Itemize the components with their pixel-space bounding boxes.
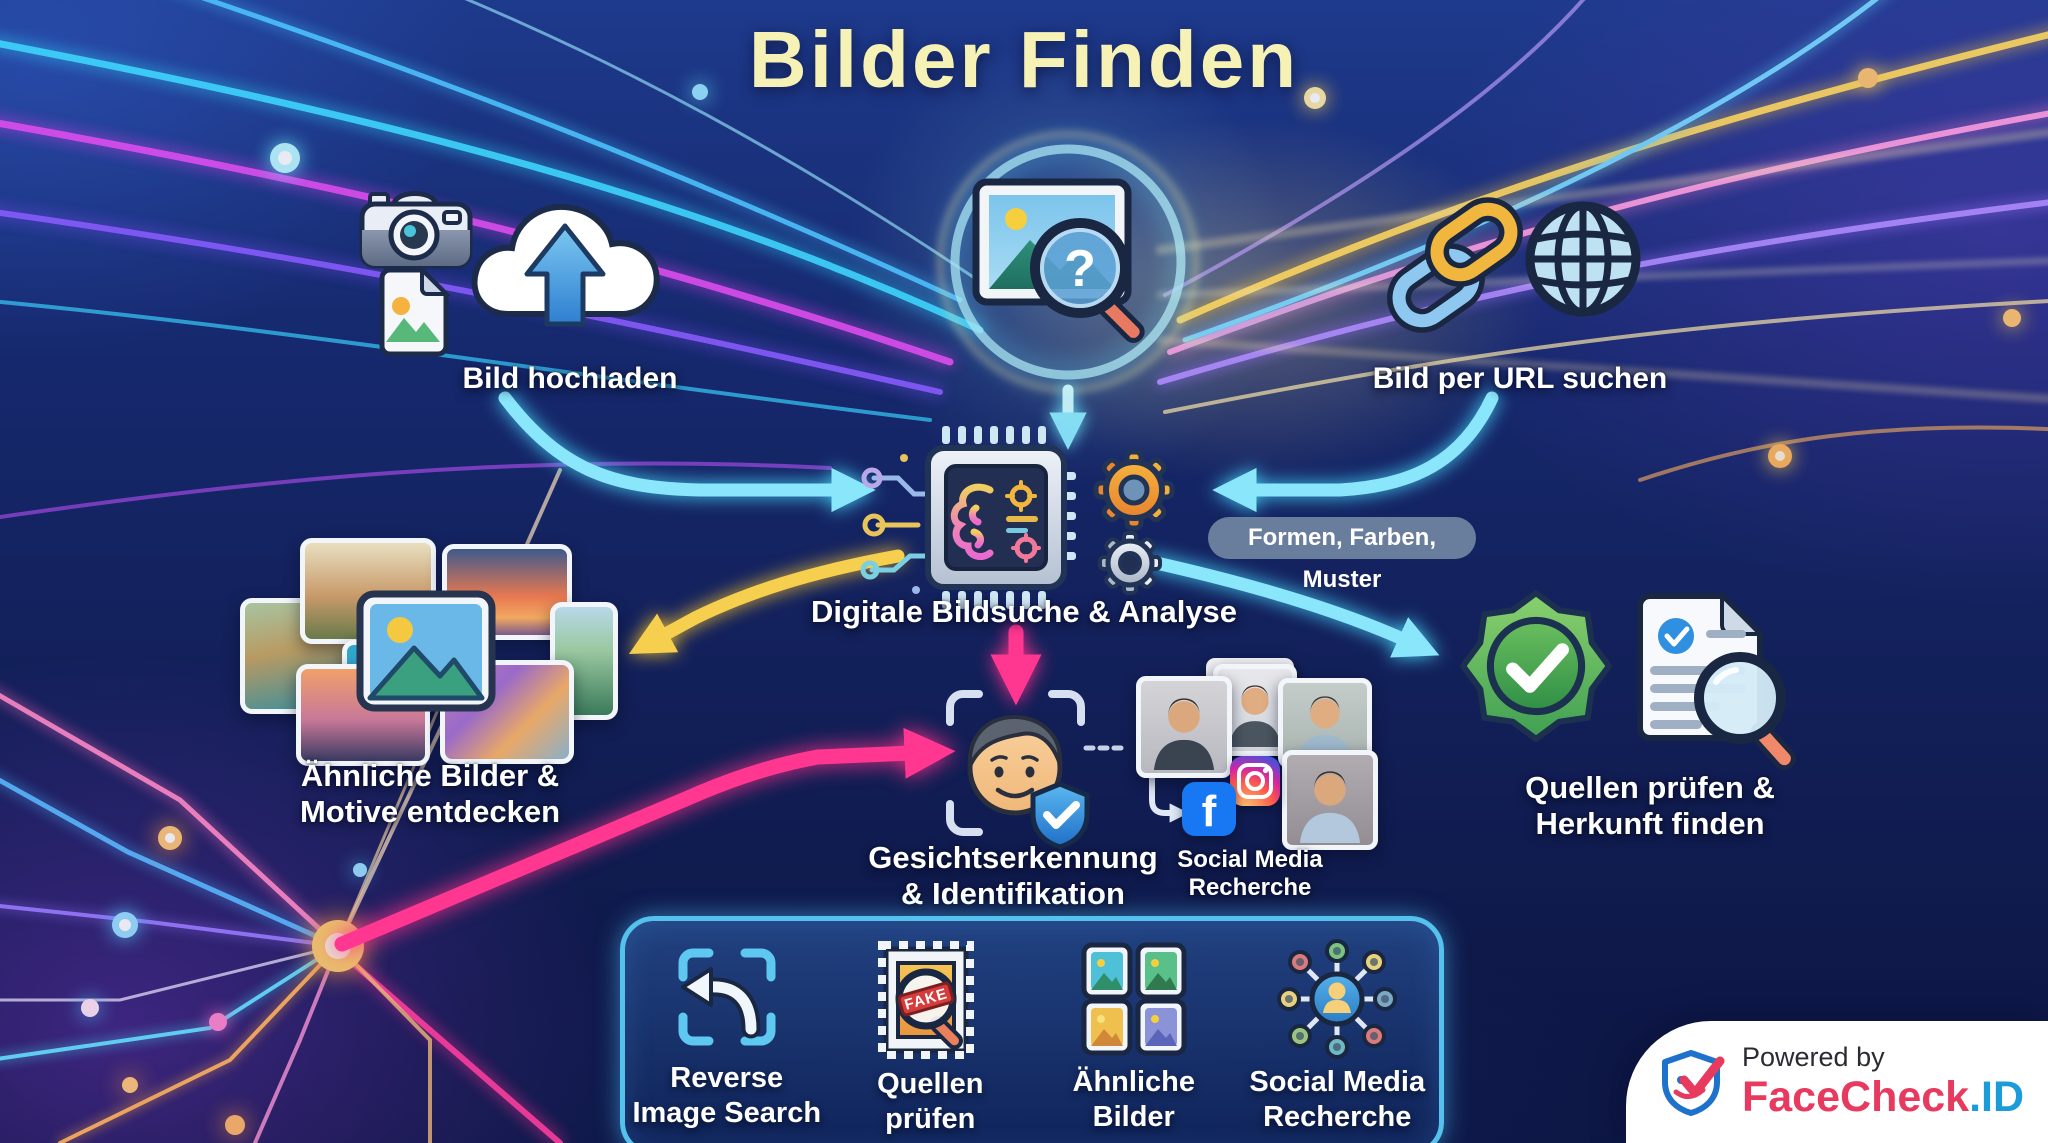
analysis-tag-pill: Formen, Farben, Muster — [1208, 517, 1476, 593]
similar-images-collage — [238, 532, 678, 772]
analysis-label: Digitale Bildsuche & Analyse — [810, 594, 1238, 629]
page-title: Bilder Finden — [748, 15, 1300, 104]
shield-check-icon — [1030, 781, 1090, 850]
face-recognition-icon — [946, 690, 1090, 850]
brain-icon — [950, 483, 994, 560]
portrait-photo — [1136, 676, 1232, 778]
verified-badge-icon — [1460, 590, 1612, 742]
portrait-photo — [1282, 750, 1378, 850]
facecheck-shield-icon — [1662, 1050, 1725, 1116]
globe-icon — [1525, 201, 1641, 317]
image-file-icon — [379, 265, 451, 357]
sources-label: Quellen prüfen &Herkunft finden — [1525, 770, 1775, 841]
instagram-icon — [1230, 756, 1280, 806]
facecheck-brand-card[interactable]: Powered by FaceCheck.ID — [1626, 1021, 2048, 1143]
social-network-icon — [1277, 939, 1398, 1059]
image-grid-icon — [1081, 942, 1187, 1056]
camera-icon — [359, 191, 473, 269]
brand-name: FaceCheck — [1742, 1073, 1970, 1122]
gear-orange-icon — [1093, 449, 1175, 531]
magnifier-icon — [1694, 652, 1796, 771]
cloud-upload-icon — [471, 203, 660, 327]
social-media-photos: f — [1118, 652, 1378, 852]
arrow-photos-to-social — [1149, 769, 1189, 823]
arrow-url-to-analysis — [1212, 391, 1499, 513]
magnifier-icon: ? — [1030, 218, 1145, 343]
image-thumbnail-icon — [356, 590, 496, 712]
circuit-traces — [860, 454, 931, 594]
arrow-network-to-face — [334, 727, 956, 952]
facebook-icon: f — [1182, 782, 1236, 836]
document-check-icon — [1637, 591, 1796, 771]
gear-gray-icon — [1098, 531, 1162, 595]
ai-chip-icon — [860, 426, 1175, 609]
reverse-search-icon — [678, 948, 776, 1046]
upload-label: Bild hochladen — [462, 362, 678, 395]
image-search-icon: ? — [972, 178, 1145, 343]
arrow-analysis-to-sources — [1145, 555, 1440, 658]
link-icon — [1387, 197, 1523, 333]
brand-suffix: .ID — [1969, 1073, 2025, 1122]
scan-brackets-icon — [946, 690, 1085, 836]
powered-by-text: Powered by — [1742, 1042, 1885, 1073]
arrow-upload-to-analysis — [498, 391, 876, 513]
url-search-label: Bild per URL suchen — [1372, 362, 1668, 395]
fake-stamp-icon: FAKE — [878, 941, 975, 1059]
similar-images-label: Ähnliche Bilder &Motive entdecken — [299, 758, 561, 829]
question-mark: ? — [1064, 240, 1096, 298]
chip-details — [1005, 480, 1041, 563]
face-recognition-label: Gesichtserkennung& Identifikation — [868, 840, 1158, 911]
